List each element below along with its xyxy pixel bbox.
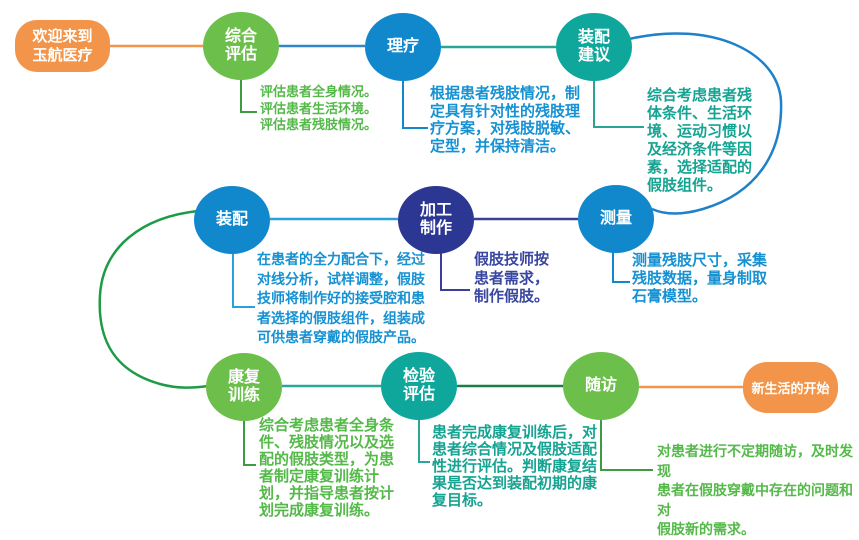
node-fabrication: 加工 制作 <box>398 186 474 254</box>
flowchart-canvas: 欢迎来到 玉航医疗 新生活的开始 综合 评估 理疗 装配 建议 测量 加工 制作… <box>15 12 853 537</box>
node-follow-up: 随访 <box>563 352 639 420</box>
elbow-review-desc <box>418 419 430 463</box>
desc-fabrication: 假肢技师按 患者需求， 制作假肢。 <box>474 251 550 305</box>
desc-physiotherapy: 根据患者残肢情况，制 定具有针对性的残肢理 疗方案，对残肢脱敏、 定型，并保持清… <box>430 85 581 155</box>
connector-advice-to-measure-curve <box>628 32 783 215</box>
end-pill-new-life: 新生活的开始 <box>743 362 838 413</box>
node-rehab-training: 康复 训练 <box>206 353 282 421</box>
desc-rehab-training: 综合考虑患者全身条 件、残肢情况以及选 配的假肢类型，为患 者制定康复训练计 划… <box>259 417 395 519</box>
node-inspection-evaluation: 检验 评估 <box>381 352 457 420</box>
elbow-advice-desc <box>593 80 644 128</box>
desc-assembly-fitting: 在患者的全力配合下，经过 对线分析，试样调整，假肢 技师将制作好的接受腔和患 者… <box>257 251 425 345</box>
start-pill-welcome: 欢迎来到 玉航医疗 <box>15 20 110 72</box>
desc-follow-up: 对患者进行不定期随访，及时发现 患者在假肢穿戴中存在的问题和对 假肢新的需求。 <box>657 443 853 537</box>
connector-lines-layer <box>98 32 783 471</box>
elbow-rehab-desc <box>243 420 256 466</box>
elbow-physio-desc <box>402 80 428 129</box>
elbow-fabricate-desc <box>440 253 470 291</box>
elbow-measure-desc <box>612 252 630 283</box>
node-comprehensive-assessment: 综合 评估 <box>203 12 279 80</box>
desc-fitting-advice: 综合考虑患者残 体条件、生活环 境、运动习惯以 及经济条件等因 素，选择适配的 … <box>647 87 753 194</box>
desc-inspection-evaluation: 患者完成康复训练后，对 患者综合情况及假肢适配 性进行评估。判断康复结 果是否达… <box>432 424 598 509</box>
elbow-fit-desc <box>232 253 255 308</box>
node-measurement: 测量 <box>578 185 654 253</box>
desc-measurement: 测量残肢尺寸，采集 残肢数据，量身制取 石膏模型。 <box>632 252 768 305</box>
connector-fit-to-rehab-curve <box>98 209 209 389</box>
elbow-followup-desc <box>600 419 653 471</box>
node-physiotherapy: 理疗 <box>365 13 441 81</box>
desc-comprehensive-assessment: 评估患者全身情况。 评估患者生活环境。 评估患者残肢情况。 <box>260 84 378 132</box>
elbow-assess-desc <box>240 79 257 113</box>
node-assembly-fitting: 装配 <box>194 186 270 254</box>
node-fitting-advice: 装配 建议 <box>556 13 632 81</box>
